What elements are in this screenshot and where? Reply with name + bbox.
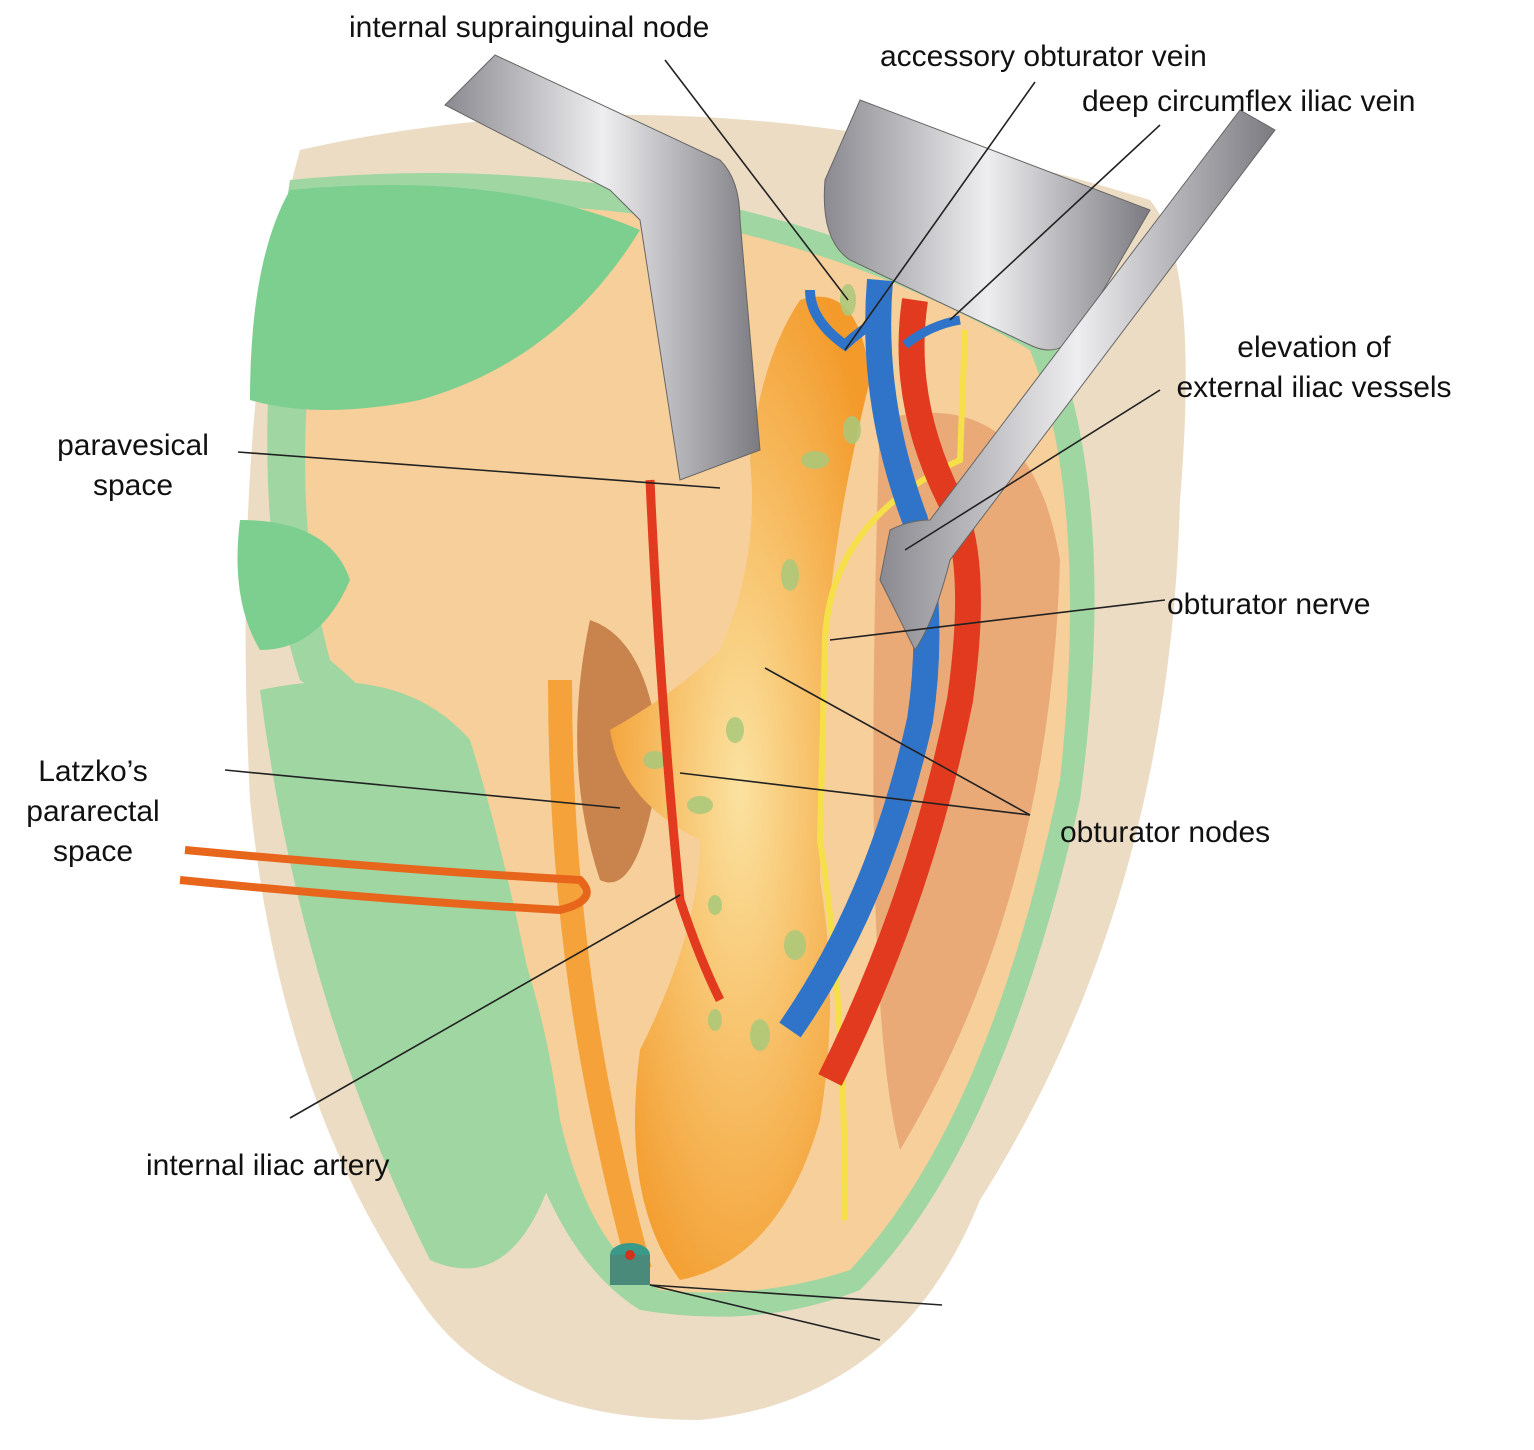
lymph-nodes	[643, 284, 861, 1051]
label-obturator-nerve: obturator nerve	[1167, 588, 1370, 621]
label-paravesical-line1: paravesical	[57, 429, 209, 462]
label-deep-circumflex-iliac-vein: deep circumflex iliac vein	[1082, 85, 1415, 118]
leader-lines	[224, 59, 1166, 1341]
vein-retractor	[879, 109, 1276, 651]
retractor-left	[444, 54, 761, 481]
label-obturator-nodes: obturator nodes	[1060, 816, 1270, 849]
bladder-flap	[250, 185, 640, 410]
external-iliac-vein	[779, 278, 940, 1038]
ligated-stump	[610, 1243, 650, 1285]
label-latzko-line3: space	[53, 835, 133, 868]
label-elevation-line2: external iliac vessels	[1176, 371, 1451, 404]
left-flap	[237, 520, 350, 650]
obturator-nodal-tissue	[610, 296, 870, 1281]
label-latzko-line2: pararectal	[26, 795, 159, 828]
label-latzko-line1: Latzko’s	[38, 755, 148, 788]
internal-iliac-artery	[548, 679, 652, 1274]
accessory-obturator-vein	[805, 289, 883, 352]
label-paravesical-line2: space	[93, 469, 173, 502]
label-accessory-obturator-vein: accessory obturator vein	[880, 40, 1207, 73]
label-elevation-line1: elevation of	[1237, 331, 1391, 364]
ureter-loop	[179, 846, 591, 915]
label-internal-iliac-artery: internal iliac artery	[146, 1149, 389, 1182]
label-internal-suprainguinal-node: internal suprainguinal node	[349, 11, 709, 44]
superior-vesical-artery	[645, 479, 725, 1003]
obturator-nerve	[816, 329, 968, 1221]
deep-circumflex-vein	[902, 315, 961, 349]
lower-left-flap	[260, 681, 560, 1269]
